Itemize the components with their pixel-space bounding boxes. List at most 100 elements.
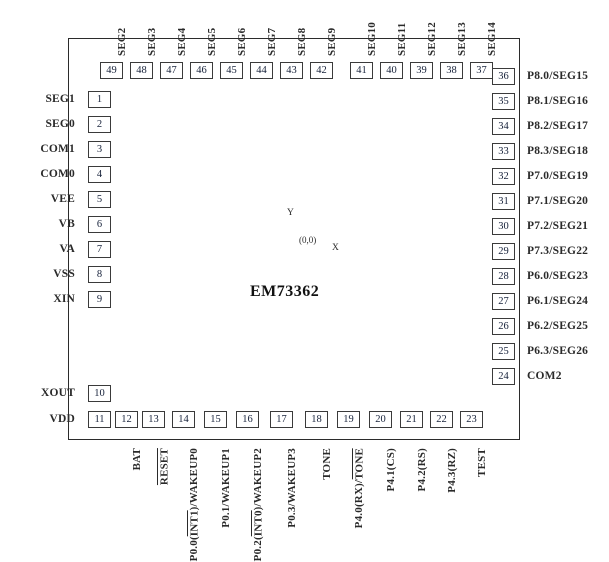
pin-label-p8-1-seg16: P8.1/SEG16 (527, 95, 589, 107)
pin-label-p6-1-seg24: P6.1/SEG24 (527, 295, 589, 307)
pin-label-seg3: SEG3 (146, 27, 158, 56)
pin-box-34[interactable]: 34 (492, 118, 515, 135)
pin-box-39[interactable]: 39 (410, 62, 433, 79)
pin-label-seg6: SEG6 (236, 27, 248, 56)
pin-label-vb: VB (58, 218, 75, 230)
pin-box-31[interactable]: 31 (492, 193, 515, 210)
pin-label-seg8: SEG8 (296, 27, 308, 56)
pin-box-37[interactable]: 37 (470, 62, 493, 79)
pin-label-p6-0-seg23: P6.0/SEG23 (527, 270, 589, 282)
pin-box-30[interactable]: 30 (492, 218, 515, 235)
pin-label-p7-3-seg22: P7.3/SEG22 (527, 245, 589, 257)
part-number: EM73362 (250, 283, 320, 300)
pin-box-19[interactable]: 19 (337, 411, 360, 428)
pin-box-46[interactable]: 46 (190, 62, 213, 79)
pin-label-seg2: SEG2 (116, 27, 128, 56)
pin-label-p4-1-cs-: P4.1(CS) (385, 448, 397, 492)
pin-box-16[interactable]: 16 (236, 411, 259, 428)
pin-box-43[interactable]: 43 (280, 62, 303, 79)
pin-label-xin: XIN (53, 293, 75, 305)
origin-label: (0,0) (299, 235, 317, 245)
pin-box-3[interactable]: 3 (88, 141, 111, 158)
pin-label-seg7: SEG7 (266, 27, 278, 56)
pin-box-47[interactable]: 47 (160, 62, 183, 79)
pin-box-10[interactable]: 10 (88, 385, 111, 402)
pin-box-5[interactable]: 5 (88, 191, 111, 208)
pin-label-seg11: SEG11 (396, 22, 408, 56)
pin-box-23[interactable]: 23 (460, 411, 483, 428)
pin-label-test: TEST (476, 448, 488, 477)
pin-label-seg10: SEG10 (366, 21, 378, 56)
pin-box-2[interactable]: 2 (88, 116, 111, 133)
pin-box-14[interactable]: 14 (172, 411, 195, 428)
pin-box-45[interactable]: 45 (220, 62, 243, 79)
pin-label-p8-0-seg15: P8.0/SEG15 (527, 70, 589, 82)
pin-box-36[interactable]: 36 (492, 68, 515, 85)
pin-label-seg5: SEG5 (206, 27, 218, 56)
pin-label-com1: COM1 (40, 143, 75, 155)
pin-label-va: VA (59, 243, 75, 255)
pin-box-41[interactable]: 41 (350, 62, 373, 79)
pin-label-tone: TONE (321, 448, 333, 480)
pin-box-44[interactable]: 44 (250, 62, 273, 79)
pin-box-9[interactable]: 9 (88, 291, 111, 308)
pin-label-vdd: VDD (49, 413, 75, 425)
pin-box-26[interactable]: 26 (492, 318, 515, 335)
pin-box-29[interactable]: 29 (492, 243, 515, 260)
pin-label-p0-2-int0-wakeup2: P0.2(INT0)/WAKEUP2 (250, 448, 264, 562)
pin-box-22[interactable]: 22 (430, 411, 453, 428)
pin-label-seg4: SEG4 (176, 27, 188, 56)
pin-label-p4-0-rx-tone: P4.0(RX)/TONE (351, 448, 365, 529)
pin-box-27[interactable]: 27 (492, 293, 515, 310)
pin-label-seg1: SEG1 (45, 93, 75, 105)
pin-label-com2: COM2 (527, 370, 562, 382)
pin-label-vss: VSS (53, 268, 75, 280)
pin-box-33[interactable]: 33 (492, 143, 515, 160)
pin-box-4[interactable]: 4 (88, 166, 111, 183)
pin-label-seg14: SEG14 (486, 21, 498, 56)
chip-body-outline (68, 38, 520, 440)
pin-box-17[interactable]: 17 (270, 411, 293, 428)
pin-box-42[interactable]: 42 (310, 62, 333, 79)
pin-label-p0-3-wakeup3: P0.3/WAKEUP3 (286, 448, 298, 528)
pin-box-6[interactable]: 6 (88, 216, 111, 233)
pin-label-p7-2-seg21: P7.2/SEG21 (527, 220, 589, 232)
pin-box-40[interactable]: 40 (380, 62, 403, 79)
pin-box-35[interactable]: 35 (492, 93, 515, 110)
pin-label-bat: BAT (131, 448, 143, 471)
pin-label-p7-1-seg20: P7.1/SEG20 (527, 195, 589, 207)
pin-box-28[interactable]: 28 (492, 268, 515, 285)
pin-label-p8-3-seg18: P8.3/SEG18 (527, 145, 589, 157)
pin-box-25[interactable]: 25 (492, 343, 515, 360)
pin-box-7[interactable]: 7 (88, 241, 111, 258)
pin-box-8[interactable]: 8 (88, 266, 111, 283)
pin-label-vee: VEE (50, 193, 75, 205)
axis-y-label: Y (287, 208, 294, 218)
pin-label-p6-2-seg25: P6.2/SEG25 (527, 320, 589, 332)
pin-box-24[interactable]: 24 (492, 368, 515, 385)
pin-label-seg9: SEG9 (326, 27, 338, 56)
pin-box-12[interactable]: 12 (115, 411, 138, 428)
pin-label-seg13: SEG13 (456, 21, 468, 56)
pin-box-11[interactable]: 11 (88, 411, 111, 428)
pin-box-20[interactable]: 20 (369, 411, 392, 428)
pin-label-seg12: SEG12 (426, 21, 438, 56)
pin-box-48[interactable]: 48 (130, 62, 153, 79)
pin-label-p4-3-rz-: P4.3(RZ) (446, 448, 458, 493)
pin-box-15[interactable]: 15 (204, 411, 227, 428)
pin-box-18[interactable]: 18 (305, 411, 328, 428)
pin-box-32[interactable]: 32 (492, 168, 515, 185)
pin-label-p0-1-wakeup1: P0.1/WAKEUP1 (220, 448, 232, 528)
pin-label-p4-2-rs-: P4.2(RS) (416, 448, 428, 492)
pin-box-38[interactable]: 38 (440, 62, 463, 79)
pin-box-49[interactable]: 49 (100, 62, 123, 79)
pin-label-seg0: SEG0 (45, 118, 75, 130)
pin-label-com0: COM0 (40, 168, 75, 180)
pin-box-21[interactable]: 21 (400, 411, 423, 428)
pin-box-13[interactable]: 13 (142, 411, 165, 428)
pin-box-1[interactable]: 1 (88, 91, 111, 108)
pin-label-xout: XOUT (40, 387, 75, 399)
pin-label-p0-0-int1-wakeup0: P0.0(INT1)/WAKEUP0 (186, 448, 200, 562)
pin-label-p6-3-seg26: P6.3/SEG26 (527, 345, 589, 357)
axis-x-label: X (332, 243, 339, 253)
